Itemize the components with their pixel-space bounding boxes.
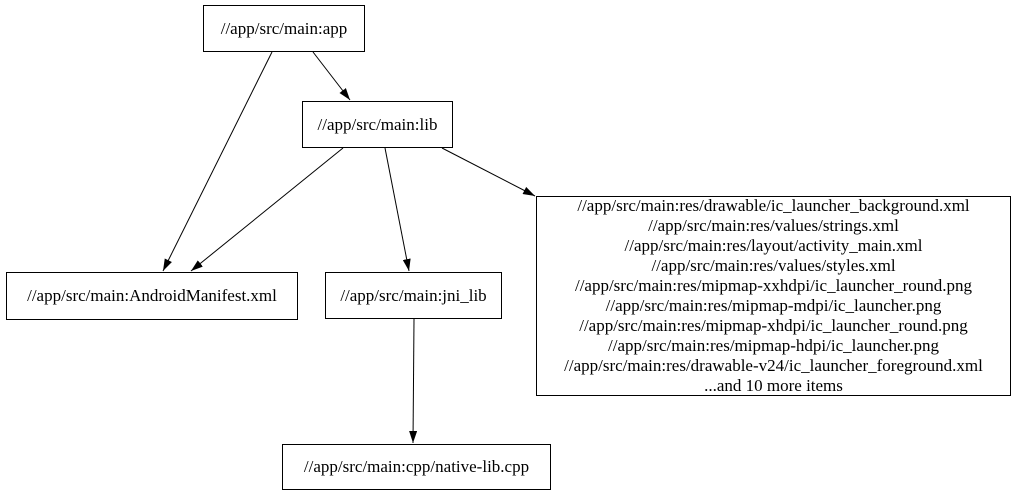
edge-app-lib [312, 51, 351, 101]
node-android-manifest-label: //app/src/main:AndroidManifest.xml [27, 286, 277, 305]
edge-lib-jni-lib [384, 147, 411, 272]
resources-line: //app/src/main:res/mipmap-xhdpi/ic_launc… [579, 316, 968, 335]
edge-app-manifest [162, 51, 273, 272]
node-resources-group: //app/src/main:res/drawable/ic_launcher_… [536, 196, 1011, 396]
node-android-manifest: //app/src/main:AndroidManifest.xml [6, 272, 298, 320]
node-native-lib-cpp-label: //app/src/main:cpp/native-lib.cpp [303, 457, 530, 476]
edge-jni-lib-native [409, 318, 418, 444]
resources-line: //app/src/main:res/mipmap-hdpi/ic_launch… [608, 336, 939, 355]
edge-lib-resources [441, 147, 536, 197]
resources-line: //app/src/main:res/layout/activity_main.… [624, 236, 923, 255]
resources-line: //app/src/main:res/values/strings.xml [648, 216, 899, 235]
edge-lib-manifest [190, 147, 344, 272]
node-lib: //app/src/main:lib [302, 101, 453, 148]
node-app: //app/src/main:app [203, 5, 365, 52]
node-jni-lib-label: //app/src/main:jni_lib [340, 285, 487, 305]
resources-line: //app/src/main:res/mipmap-xxhdpi/ic_laun… [574, 276, 973, 295]
resources-line: //app/src/main:res/drawable/ic_launcher_… [577, 196, 970, 215]
node-lib-label: //app/src/main:lib [317, 114, 438, 134]
node-jni-lib: //app/src/main:jni_lib [325, 272, 502, 319]
resources-more-items: ...and 10 more items [704, 376, 843, 395]
resources-line: //app/src/main:res/mipmap-mdpi/ic_launch… [605, 296, 942, 315]
resources-line: //app/src/main:res/values/styles.xml [651, 256, 896, 275]
node-native-lib-cpp: //app/src/main:cpp/native-lib.cpp [282, 444, 551, 490]
node-app-label: //app/src/main:app [220, 18, 348, 38]
resources-line: //app/src/main:res/drawable-v24/ic_launc… [564, 356, 983, 375]
